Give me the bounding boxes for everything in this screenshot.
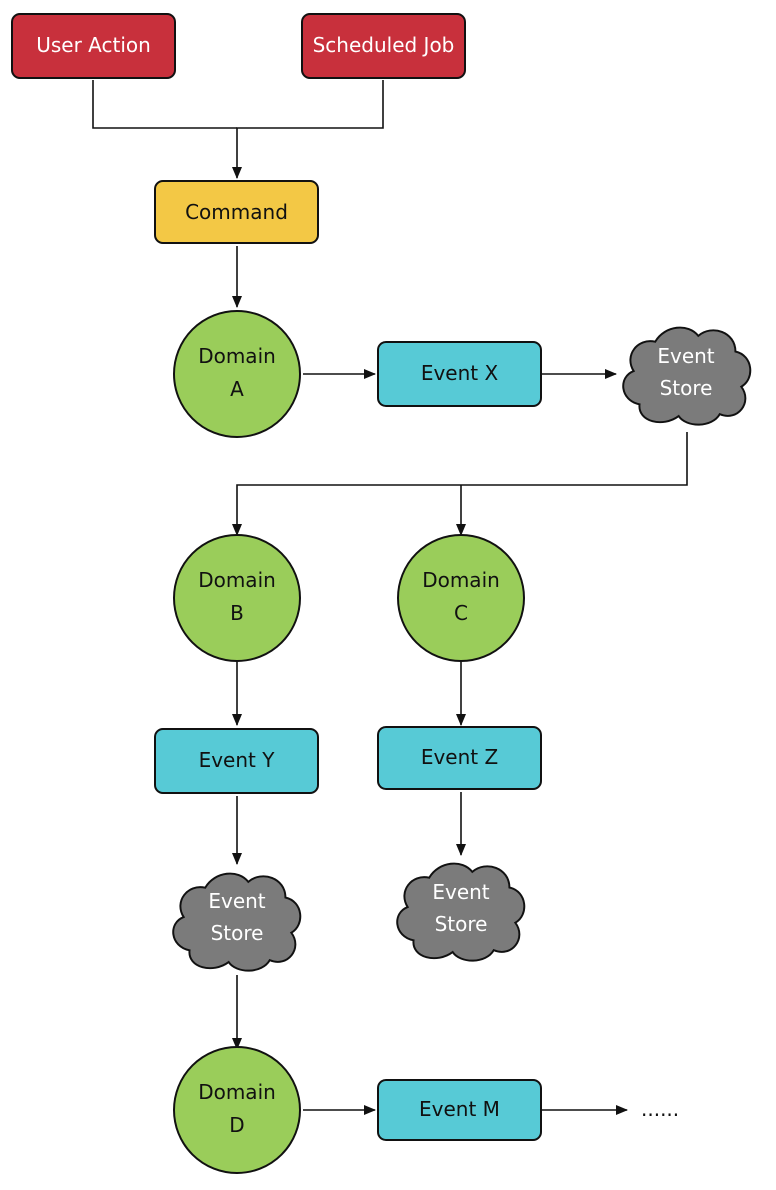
domain-b-line2: B: [230, 601, 244, 625]
event-store-3-line2: Store: [435, 912, 488, 936]
connectors: [92, 80, 688, 1115]
event-store-3-node: Event Store: [396, 862, 526, 962]
event-y-label: Event Y: [199, 748, 276, 772]
domain-d-line1: Domain: [198, 1080, 276, 1104]
domain-b-line1: Domain: [198, 568, 276, 592]
event-m-label: Event M: [419, 1097, 500, 1121]
user-action-node: User Action: [11, 13, 176, 79]
domain-a-node: Domain A: [173, 310, 301, 438]
event-store-3-line1: Event: [432, 880, 489, 904]
event-z-label: Event Z: [421, 745, 498, 769]
domain-c-node: Domain C: [397, 534, 525, 662]
event-store-2-line1: Event: [208, 889, 265, 913]
command-label: Command: [185, 200, 288, 224]
continuation-ellipsis: ......: [641, 1097, 679, 1121]
domain-a-line1: Domain: [198, 344, 276, 368]
event-x-label: Event X: [421, 361, 499, 385]
domain-d-node: Domain D: [173, 1046, 301, 1174]
event-y-node: Event Y: [154, 728, 319, 794]
event-store-2-node: Event Store: [172, 872, 302, 972]
event-x-node: Event X: [377, 341, 542, 407]
domain-c-line2: C: [454, 601, 468, 625]
event-z-node: Event Z: [377, 726, 542, 790]
domain-a-line2: A: [230, 377, 244, 401]
event-store-1-line1: Event: [657, 344, 714, 368]
event-store-1-node: Event Store: [622, 326, 752, 426]
event-store-2-line2: Store: [211, 921, 264, 945]
edge-store-to-domain-b: [232, 432, 688, 536]
user-action-label: User Action: [36, 33, 151, 57]
scheduled-job-label: Scheduled Job: [313, 33, 455, 57]
command-node: Command: [154, 180, 319, 244]
edge-user-action-to-command: [92, 80, 237, 129]
scheduled-job-node: Scheduled Job: [301, 13, 466, 79]
domain-c-line1: Domain: [422, 568, 500, 592]
event-store-1-line2: Store: [660, 376, 713, 400]
event-m-node: Event M: [377, 1079, 542, 1141]
domain-d-line2: D: [229, 1113, 244, 1137]
domain-b-node: Domain B: [173, 534, 301, 662]
edge-scheduled-job-to-command: [232, 80, 384, 179]
